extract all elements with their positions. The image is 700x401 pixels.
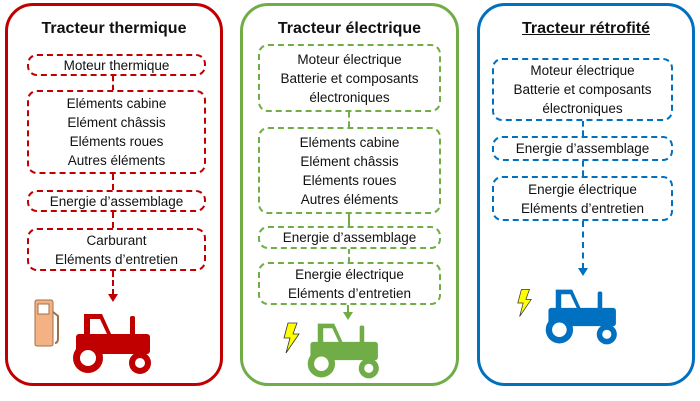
arrow-down-icon	[108, 294, 118, 302]
fuel-pump-icon	[34, 299, 59, 347]
box-text: Elément châssis	[67, 115, 166, 130]
box-text: Eléments d’entretien	[520, 200, 645, 216]
panel-electric: Tracteur électrique	[240, 3, 459, 386]
box-text: Batterie et composants	[513, 82, 652, 97]
title-thermal: Tracteur thermique	[41, 20, 187, 37]
tractor-icon	[307, 323, 379, 379]
title-retrofit: Tracteur rétrofité	[521, 20, 651, 37]
box-text: électroniques	[542, 101, 623, 116]
box-thermal-assembly: Energie d’assemblage	[27, 190, 206, 212]
connector	[347, 305, 349, 313]
connector	[582, 161, 584, 176]
panel-retrofit: Tracteur rétrofité	[477, 3, 695, 386]
box-text: Moteur électrique	[530, 63, 635, 78]
connector	[582, 221, 584, 269]
box-text: Batterie et composants	[280, 70, 419, 86]
arrow-down-icon	[343, 312, 353, 320]
connector	[348, 214, 350, 226]
box-text: Elément châssis	[300, 153, 399, 169]
arrow-down-icon	[578, 268, 588, 276]
box-text: Energie électrique	[295, 266, 404, 282]
box-text: Eléments cabine	[299, 134, 400, 150]
tractor-icon	[545, 289, 617, 345]
box-text: Autres éléments	[300, 191, 399, 207]
box-text: électroniques	[309, 89, 390, 105]
box-electric-assembly: Energie d’assemblage	[258, 226, 441, 249]
connector	[112, 212, 114, 228]
box-text: Energie électrique	[528, 181, 637, 197]
box-thermal-engine: Moteur thermique	[27, 54, 206, 76]
title-electric: Tracteur électrique	[277, 20, 422, 37]
box-text: Energie d’assemblage	[282, 230, 417, 245]
box-text: Energie d’assemblage	[49, 193, 184, 209]
lightning-icon	[517, 289, 532, 317]
box-text: Eléments d’entretien	[54, 251, 179, 267]
box-text: Eléments cabine	[66, 96, 167, 111]
box-text: Energie d’assemblage	[515, 141, 650, 156]
lightning-icon	[283, 322, 300, 354]
box-text: Carburant	[86, 232, 147, 248]
panel-thermal: Tracteur thermique	[5, 3, 223, 386]
connector	[112, 271, 114, 295]
box-text: Moteur thermique	[63, 57, 170, 73]
box-text: Eléments roues	[69, 134, 164, 149]
tractor-icon	[73, 314, 151, 374]
box-text: Moteur électrique	[297, 51, 402, 67]
connector	[582, 121, 584, 136]
box-retrofit-assembly: Energie d’assemblage	[492, 136, 673, 161]
connector	[112, 174, 114, 190]
box-text: Eléments d’entretien	[287, 285, 412, 301]
connector	[348, 249, 350, 262]
box-text: Eléments roues	[302, 172, 397, 188]
box-text: Autres éléments	[67, 153, 166, 168]
connector	[112, 76, 114, 90]
connector	[348, 112, 350, 127]
